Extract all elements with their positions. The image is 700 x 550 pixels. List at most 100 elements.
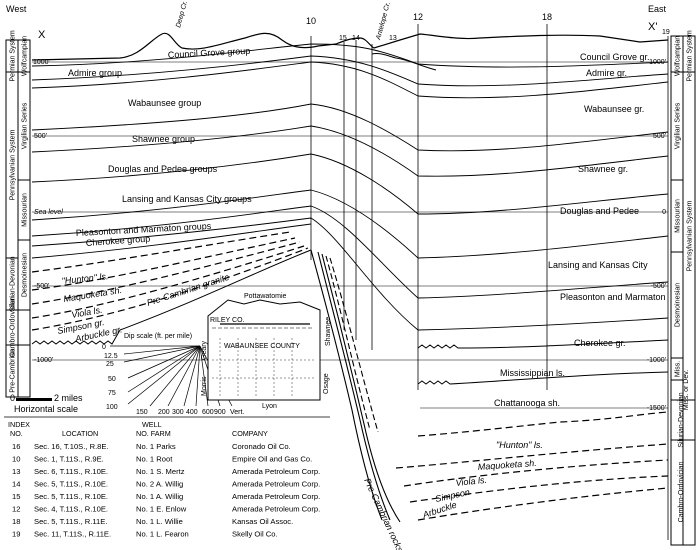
cell-well: No. 1 Root <box>136 455 173 464</box>
right-missourian: Missourian <box>675 199 682 233</box>
well-14: 14 <box>352 35 360 42</box>
well-table: INDEX NO. LOCATION WELL NO. FARM COMPANY… <box>4 416 330 539</box>
east-unit-labels: Council Grove gr. Admire gr. Wabaunsee g… <box>362 52 665 550</box>
right-silurian-devonian: Silurian-Devonian <box>678 392 685 447</box>
th-well-1: WELL <box>142 420 162 429</box>
label-council-grove-gr: Council Grove gr. <box>580 52 650 62</box>
well-19: 19 <box>662 29 670 36</box>
scale-label: Horizontal scale <box>14 404 78 414</box>
well-numbers: 10 15 14 13 12 18 19 <box>306 12 670 42</box>
map-geary: Geary <box>201 340 208 360</box>
west-label: West <box>6 4 27 14</box>
right-strat-column <box>670 35 696 546</box>
datum-right-minus1000: -1000' <box>647 357 666 364</box>
horizontal-scale: 0 2 miles Horizontal scale <box>10 393 83 414</box>
cell-index: 12 <box>12 505 20 514</box>
cell-index: 16 <box>12 442 20 451</box>
cell-company: Skelly Oil Co. <box>232 530 278 539</box>
dip-scale: Dip scale (ft. per mile) 0 12.5 25 50 75… <box>102 333 244 416</box>
th-index-1: INDEX <box>8 420 30 429</box>
left-permian-system: Permian System <box>10 30 17 82</box>
left-pennsylvanian-system: Pennsylvanian System <box>10 129 17 200</box>
right-cambro-ordovician: Cambro-Ordovician <box>678 462 685 523</box>
cell-index: 13 <box>12 467 20 476</box>
label-admire-group: Admire group <box>68 68 122 78</box>
cell-company: Amerada Petroleum Corp. <box>232 480 320 489</box>
steep-flank-contacts <box>310 249 401 523</box>
cell-index: 15 <box>12 492 20 501</box>
dip-scale-vert: Vert. <box>230 409 244 416</box>
right-wolfcampian: Wolfcampian <box>675 36 682 76</box>
label-wabaunsee-group: Wabaunsee group <box>128 98 201 108</box>
section-end-right: X' <box>648 21 657 33</box>
left-wolfcampian: Wolfcampian <box>22 36 29 76</box>
left-desmoinesian: Desmoinesian <box>22 253 29 297</box>
datum-lines <box>32 61 668 409</box>
th-location: LOCATION <box>62 429 98 438</box>
datum-right-500: 500' <box>653 133 666 140</box>
right-miss: Miss. <box>675 361 682 377</box>
dip-value-200: 200 <box>158 409 170 416</box>
right-column-labels: Wolfcampian Permian System Virgilian Ser… <box>675 30 694 522</box>
well-18: 18 <box>542 12 552 22</box>
label-cherokee-group: Cherokee group <box>85 234 150 248</box>
cell-company: Amerada Petroleum Corp. <box>232 467 320 476</box>
stream-deep-cr: Deep Cr. <box>175 0 189 29</box>
cell-location: Sec. 5, T.11S., R.11E. <box>34 517 107 526</box>
dip-scale-title: Dip scale (ft. per mile) <box>124 333 192 340</box>
dip-value-50: 50 <box>108 376 116 383</box>
datum-right-0: 0 <box>662 209 666 216</box>
cell-index: 19 <box>12 530 20 539</box>
cell-location: Sec. 16, T.10S., R.8E. <box>34 442 109 451</box>
datum-right-minus500: -500' <box>651 283 666 290</box>
label-shawnee-group: Shawnee group <box>132 134 195 144</box>
cell-location: Sec. 11, T.11S., R.11E. <box>34 530 111 539</box>
right-miss-or-dev: Miss. or Dev. <box>683 370 690 410</box>
well-15: 15 <box>339 35 347 42</box>
dip-value-25: 25 <box>106 361 114 368</box>
cell-company: Amerada Petroleum Corp. <box>232 492 320 501</box>
cell-location: Sec. 4, T.11S., R.10E. <box>34 505 108 514</box>
datum-left-minus1000: -1000' <box>34 357 53 364</box>
ground-surface <box>31 32 669 61</box>
table-row: 13 Sec. 6, T.11S., R.10E. No. 1 S. Mertz Am… <box>12 467 320 476</box>
label-lansing-kc-groups: Lansing and Kansas City groups <box>122 194 252 204</box>
cell-well: No. 1 L. Willie <box>136 517 183 526</box>
datum-right-minus1500: -1500' <box>647 405 666 412</box>
left-strat-column <box>5 39 31 398</box>
cell-index: 10 <box>12 455 20 464</box>
cell-location: Sec. 6, T.11S., R.10E. <box>34 467 108 476</box>
right-virgilian-series: Virgilian Series <box>675 102 682 149</box>
datum-labels-right: 1000' 500' 0 -500' -1000' -1500' <box>647 59 666 412</box>
scale-end: 2 miles <box>54 393 83 403</box>
left-missourian: Missourian <box>22 193 29 227</box>
unconformities <box>31 53 669 385</box>
cell-company: Amerada Petroleum Corp. <box>232 505 320 514</box>
lower-paleozoic-east <box>395 411 669 521</box>
right-permian-system: Permian System <box>687 30 694 82</box>
section-end-left: X <box>38 29 46 41</box>
th-well-2: NO. FARM <box>136 429 171 438</box>
cell-well: No. 1 S. Mertz <box>136 467 185 476</box>
label-council-grove-group: Council Grove group <box>168 46 251 60</box>
cell-well: No. 2 A. Willig <box>136 480 183 489</box>
label-douglas-pedee-groups: Douglas and Pedee groups <box>108 164 218 174</box>
label-wabaunsee-gr: Wabaunsee gr. <box>584 104 644 114</box>
datum-left-1000: 1000' <box>33 59 50 66</box>
th-company: COMPANY <box>232 429 268 438</box>
scale-bar <box>16 398 52 401</box>
label-douglas-pedee: Douglas and Pedee <box>560 206 639 216</box>
datum-left-minus500: -500' <box>34 283 49 290</box>
cell-well: No. 1 L. Fearon <box>136 530 189 539</box>
label-mississippian-ls: Mississippian ls. <box>500 368 565 378</box>
label-viola-ls-east: Viola ls. <box>455 475 487 488</box>
cell-well: No. 1 A. Willig <box>136 492 183 501</box>
left-silurian-devonian: Silurian-Devonian <box>10 256 17 311</box>
